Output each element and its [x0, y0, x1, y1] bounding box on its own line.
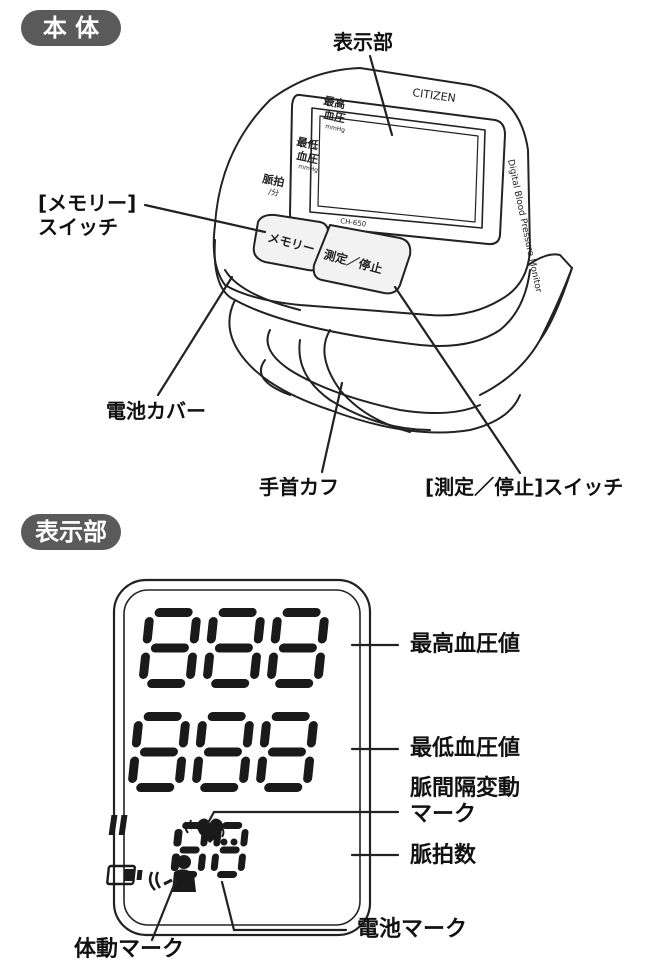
segment-c [197, 853, 206, 871]
label-wrist-cuff: 手首カフ [259, 475, 339, 499]
battery-icon [106, 864, 143, 886]
segment-d [136, 783, 175, 792]
segment-e [170, 853, 179, 871]
lcd-systolic-digit-1 [203, 608, 265, 688]
segment-g [267, 747, 306, 757]
segment-f [206, 617, 218, 644]
svg-text:/分: /分 [268, 187, 280, 198]
segment-d [217, 871, 238, 878]
svg-text:血圧: 血圧 [295, 148, 319, 166]
segment-a [143, 712, 182, 721]
segment-c [303, 756, 315, 783]
segment-f [173, 829, 182, 847]
label-motion-mark: 体動マーク [74, 937, 185, 962]
heart-icon [197, 818, 223, 843]
segment-c [239, 756, 251, 783]
svg-text:mmHg: mmHg [325, 123, 346, 134]
brand-text: CITIZEN [412, 86, 457, 105]
segment-g [139, 747, 178, 757]
segment-a [222, 822, 243, 829]
segment-e [267, 652, 278, 679]
leader-display [368, 54, 394, 137]
segment-c [186, 652, 197, 679]
segment-a [271, 712, 310, 721]
section-title-display: 表示部 [21, 514, 121, 550]
segment-e [256, 756, 268, 783]
segment-d [200, 783, 239, 792]
segment-f [142, 617, 154, 644]
label-memory-switch-2: スイッチ [38, 215, 118, 239]
label-pulse-count: 脈拍数 [410, 843, 477, 868]
panel-label-systolic: 最高 [322, 93, 346, 111]
segment-e [139, 652, 150, 679]
segment-e [203, 652, 214, 679]
segment-a [154, 608, 193, 617]
svg-text:mmHg: mmHg [298, 163, 319, 174]
motion-person-icon [148, 855, 196, 892]
lcd-systolic-digit-0 [139, 608, 201, 688]
label-battery-mark: 電池マーク [357, 917, 468, 942]
exclamation-icon [108, 815, 118, 835]
segment-c [314, 652, 325, 679]
lcd-pulse-digit-2 [210, 822, 249, 878]
segment-g [150, 643, 189, 653]
segment-d [211, 679, 250, 688]
label-memory-switch-1: [メモリー] [38, 191, 137, 215]
segment-e [192, 756, 204, 783]
segment-b [306, 721, 318, 748]
lcd-systolic-digit-2 [267, 608, 329, 688]
label-measure-switch: [測定／停止]スイッチ [425, 475, 624, 499]
segment-c [250, 652, 261, 679]
segment-c [237, 853, 246, 871]
segment-e [128, 756, 140, 783]
leader-measure-switch [393, 285, 522, 475]
segment-e [210, 853, 219, 871]
segment-g [219, 846, 240, 854]
segment-d [264, 783, 303, 792]
segment-f [270, 617, 282, 644]
segment-g [203, 747, 242, 757]
segment-d [147, 679, 186, 688]
label-diastolic-value: 最低血圧値 [410, 736, 521, 761]
segment-d [275, 679, 314, 688]
lcd-inner-frame [123, 589, 361, 926]
svg-text:血圧: 血圧 [322, 107, 346, 125]
lcd-diastolic-digit-1 [192, 712, 254, 792]
segment-f [131, 721, 143, 748]
segment-b [253, 617, 265, 644]
segment-g [179, 846, 200, 854]
leader-wrist-cuff [320, 381, 344, 474]
segment-g [278, 643, 317, 653]
segment-a [218, 608, 257, 617]
segment-f [259, 721, 271, 748]
segment-b [240, 829, 249, 847]
panel-label-diastolic: 最低 [295, 134, 319, 152]
panel-label-pulse: 脈拍 [261, 171, 285, 189]
leader-memory [143, 203, 267, 234]
label-irregular-mark-1: 脈間隔変動 [410, 776, 521, 801]
segment-b [178, 721, 190, 748]
label-systolic-value: 最高血圧値 [410, 632, 521, 657]
section-title-body: 本 体 [21, 10, 121, 46]
segment-f [195, 721, 207, 748]
segment-a [282, 608, 321, 617]
label-battery-cover: 電池カバー [106, 399, 206, 423]
segment-c [175, 756, 187, 783]
leader-irregular [206, 810, 400, 825]
segment-b [242, 721, 254, 748]
leader-battery-mark [220, 880, 348, 932]
lcd-diastolic-digit-2 [256, 712, 318, 792]
leader-battery-cover [156, 275, 234, 397]
label-irregular-mark-2: マーク [410, 802, 477, 827]
segment-b [189, 617, 201, 644]
lcd-diastolic-digit-0 [128, 712, 190, 792]
segment-g [214, 643, 253, 653]
leader-motion [150, 878, 178, 942]
label-display: 表示部 [333, 30, 393, 54]
segment-b [317, 617, 329, 644]
model-text: CH-650 [340, 217, 367, 229]
segment-a [207, 712, 246, 721]
